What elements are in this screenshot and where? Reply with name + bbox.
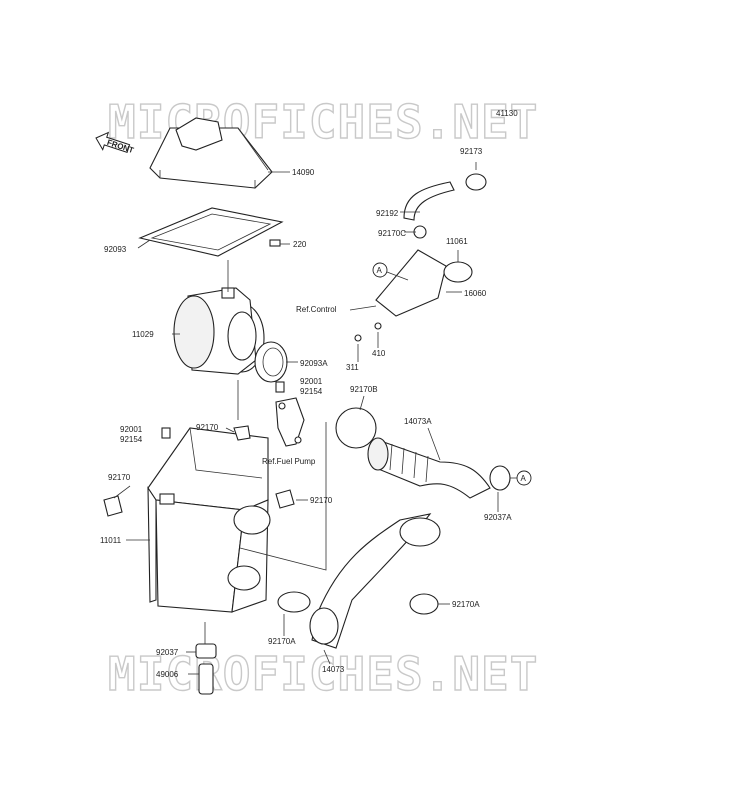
callout-a-top: A [372, 262, 409, 281]
label-92037: 92037 [156, 648, 179, 657]
seal-ring [254, 341, 288, 383]
clamp-92170A-left [277, 591, 311, 613]
label-11011: 11011 [100, 536, 122, 545]
label-92093: 92093 [104, 245, 127, 254]
bracket [275, 397, 305, 447]
label-49006: 49006 [156, 670, 179, 679]
breather-hose [403, 173, 487, 221]
label-ref-control: Ref.Control [296, 305, 337, 314]
label-410: 410 [372, 349, 386, 358]
watermark-bottom: MICROFICHES.NET [108, 647, 538, 701]
label-92093A: 92093A [300, 359, 328, 368]
label-92037A: 92037A [484, 513, 512, 522]
clamp-92037A [489, 465, 511, 491]
label-14073: 14073 [322, 665, 345, 674]
label-14073A: 14073A [404, 417, 432, 426]
label-92170B: 92170B [350, 385, 378, 394]
label-92154-left: 92154 [120, 435, 143, 444]
label-11029: 11029 [132, 330, 154, 339]
label-92170-left: 92170 [108, 473, 131, 482]
air-filter-element [173, 287, 265, 375]
label-92192: 92192 [376, 209, 399, 218]
label-16060: 16060 [464, 289, 487, 298]
ref-line-fuel-pump [239, 422, 327, 571]
label-92001-right: 92001 [300, 377, 323, 386]
intake-duct [309, 513, 441, 649]
label-92170-right: 92170 [310, 496, 333, 505]
drain-tube [195, 643, 217, 695]
sensor-assembly [354, 225, 473, 342]
intake-boot [367, 437, 491, 499]
label-92170A-right: 92170A [452, 600, 480, 609]
label-14090: 14090 [292, 168, 315, 177]
label-92154-right: 92154 [300, 387, 323, 396]
callout-a-right-letter: A [521, 474, 527, 483]
label-ref-fuel-pump: Ref.Fuel Pump [262, 457, 316, 466]
label-41130: 41130 [496, 109, 518, 118]
clamp-92170-top [233, 425, 251, 441]
clamp-92170B [335, 407, 377, 449]
air-cleaner-cover [149, 117, 273, 189]
bolt-220 [269, 239, 281, 247]
callout-a-top-letter: A [377, 266, 383, 275]
label-11061: 11061 [446, 237, 468, 246]
leader-lines [113, 162, 499, 675]
air-cleaner-housing [147, 427, 271, 613]
element-gasket [138, 207, 284, 257]
bolt-92001-left [161, 427, 171, 439]
label-311: 311 [346, 363, 359, 372]
bolt-92001-right [275, 381, 285, 393]
clamp-92170-left [103, 495, 123, 517]
label-92001-left: 92001 [120, 425, 143, 434]
callout-a-right: A [510, 470, 532, 486]
label-92170A-left: 92170A [268, 637, 296, 646]
label-92170-top: 92170 [196, 423, 219, 432]
label-92173: 92173 [460, 147, 483, 156]
clamp-92170-right [275, 489, 295, 509]
clamp-92170A-right [409, 593, 439, 615]
label-220: 220 [293, 240, 307, 249]
label-92170C: 92170C [378, 229, 406, 238]
